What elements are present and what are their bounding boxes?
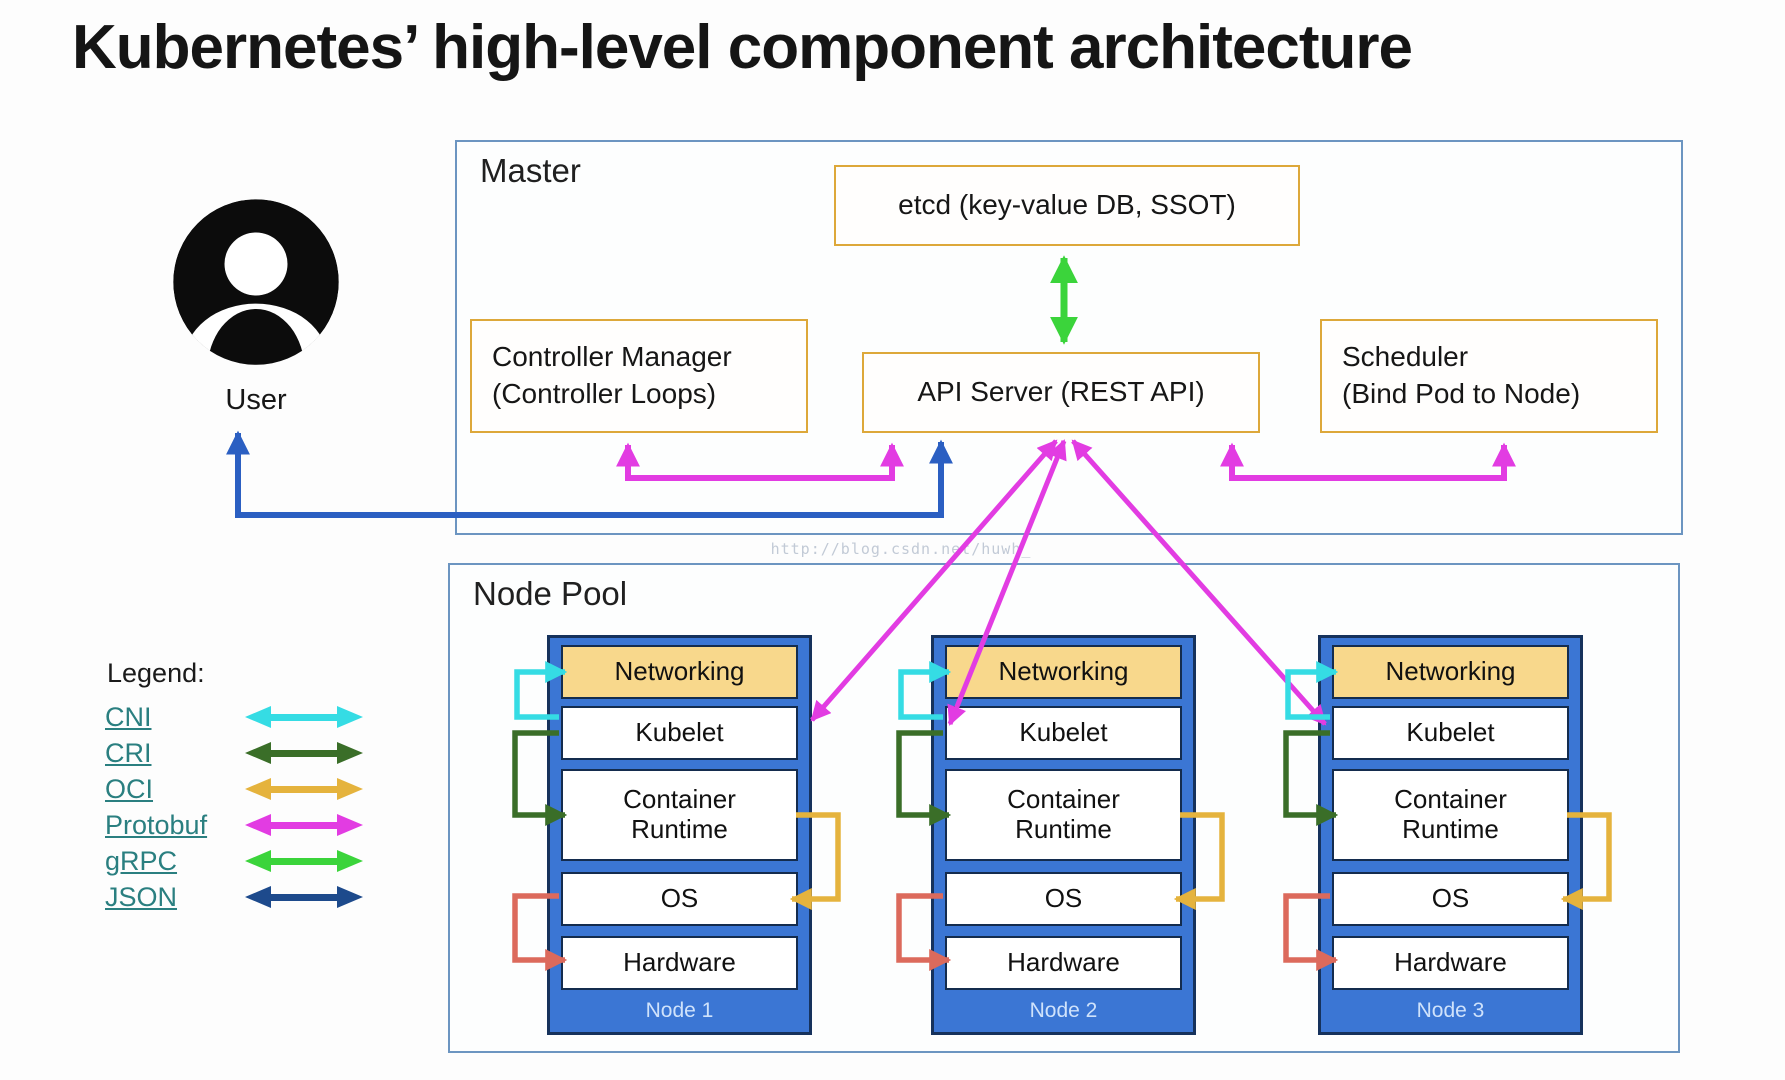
node-2-os-layer: OS bbox=[945, 872, 1182, 926]
arrowhead-right bbox=[337, 850, 363, 872]
legend-row-json: JSON bbox=[105, 879, 385, 915]
controller-manager-label: Controller Manager bbox=[492, 341, 732, 373]
protobuf-double-arrow-icon bbox=[245, 814, 363, 836]
arrowhead-right bbox=[337, 814, 363, 836]
arrowhead-left bbox=[245, 706, 271, 728]
etcd-box-label: etcd (key-value DB, SSOT) bbox=[898, 189, 1236, 221]
arrow-shaft bbox=[271, 821, 337, 829]
node-3-name: Node 3 bbox=[1416, 999, 1485, 1022]
node-1-container-runtime-layer: Container Runtime bbox=[561, 769, 798, 861]
scheduler-box: Scheduler (Bind Pod to Node) bbox=[1320, 319, 1658, 433]
legend-title: Legend: bbox=[107, 658, 205, 688]
node-3-kubelet-layer: Kubelet bbox=[1332, 706, 1569, 760]
legend-link-oci[interactable]: OCI bbox=[105, 773, 154, 804]
node-2-hardware-layer: Hardware bbox=[945, 936, 1182, 990]
arrowhead-left bbox=[245, 778, 271, 800]
user-icon bbox=[173, 199, 339, 365]
arrowhead-right bbox=[337, 706, 363, 728]
node-2-container-runtime-layer: Container Runtime bbox=[945, 769, 1182, 861]
page-title: Kubernetes’ high-level component archite… bbox=[72, 13, 1413, 82]
legend-row-protobuf: Protobuf bbox=[105, 807, 385, 843]
legend-link-json[interactable]: JSON bbox=[105, 881, 178, 912]
node-1-hardware-layer: Hardware bbox=[561, 936, 798, 990]
scheduler-sublabel: (Bind Pod to Node) bbox=[1342, 378, 1581, 409]
legend: Legend: CNI CRI OCI bbox=[105, 650, 385, 915]
controller-manager-box: Controller Manager (Controller Loops) bbox=[470, 319, 808, 433]
master-group: Master etcd (key-value DB, SSOT) Control… bbox=[455, 140, 1683, 535]
node-2-name: Node 2 bbox=[1029, 999, 1098, 1022]
cri-double-arrow-icon bbox=[245, 742, 363, 764]
legend-row-grpc: gRPC bbox=[105, 843, 385, 879]
legend-row-cni: CNI bbox=[105, 699, 385, 735]
controller-manager-sublabel: (Controller Loops) bbox=[492, 378, 717, 409]
arrow-shaft bbox=[271, 713, 337, 721]
user-label: User bbox=[225, 384, 287, 416]
master-label: Master bbox=[480, 152, 581, 189]
node-2: Networking Kubelet Container Runtime OS … bbox=[931, 635, 1196, 1035]
cni-double-arrow-icon bbox=[245, 706, 363, 728]
arrow-shaft bbox=[271, 785, 337, 793]
node-1: Networking Kubelet Container Runtime OS … bbox=[547, 635, 812, 1035]
node-1-networking-layer: Networking bbox=[561, 645, 798, 699]
node-3: Networking Kubelet Container Runtime OS … bbox=[1318, 635, 1583, 1035]
arrowhead-right bbox=[337, 778, 363, 800]
scheduler-label: Scheduler bbox=[1342, 341, 1469, 373]
legend-row-cri: CRI bbox=[105, 735, 385, 771]
arrowhead-left bbox=[245, 850, 271, 872]
node-1-kubelet-layer: Kubelet bbox=[561, 706, 798, 760]
node-3-hardware-layer: Hardware bbox=[1332, 936, 1569, 990]
arrow-shaft bbox=[271, 749, 337, 757]
arrow-shaft bbox=[271, 857, 337, 865]
user-figure: User bbox=[166, 192, 346, 417]
arrowhead-left bbox=[245, 814, 271, 836]
node-pool-label: Node Pool bbox=[473, 575, 628, 612]
legend-link-cri[interactable]: CRI bbox=[105, 737, 152, 768]
api-server-label: API Server (REST API) bbox=[917, 376, 1205, 408]
arrowhead-left bbox=[245, 886, 271, 908]
node-3-os-layer: OS bbox=[1332, 872, 1569, 926]
arrowhead-right bbox=[337, 742, 363, 764]
etcd-box: etcd (key-value DB, SSOT) bbox=[834, 165, 1300, 246]
grpc-double-arrow-icon bbox=[245, 850, 363, 872]
node-3-networking-layer: Networking bbox=[1332, 645, 1569, 699]
node-2-networking-layer: Networking bbox=[945, 645, 1182, 699]
node-2-kubelet-layer: Kubelet bbox=[945, 706, 1182, 760]
oci-double-arrow-icon bbox=[245, 778, 363, 800]
arrowhead-left bbox=[245, 742, 271, 764]
legend-link-grpc[interactable]: gRPC bbox=[105, 845, 178, 876]
arrowhead-right bbox=[337, 886, 363, 908]
json-double-arrow-icon bbox=[245, 886, 363, 908]
node-1-name: Node 1 bbox=[645, 999, 714, 1022]
node-pool-group: Node Pool Networking Kubelet Container R… bbox=[448, 563, 1680, 1053]
arrow-shaft bbox=[271, 893, 337, 901]
legend-link-cni[interactable]: CNI bbox=[105, 701, 152, 732]
node-3-container-runtime-layer: Container Runtime bbox=[1332, 769, 1569, 861]
legend-link-protobuf[interactable]: Protobuf bbox=[105, 809, 208, 840]
node-1-os-layer: OS bbox=[561, 872, 798, 926]
watermark: http://blog.csdn.net/huwh_ bbox=[770, 540, 1032, 558]
legend-row-oci: OCI bbox=[105, 771, 385, 807]
api-server-box: API Server (REST API) bbox=[862, 352, 1260, 433]
